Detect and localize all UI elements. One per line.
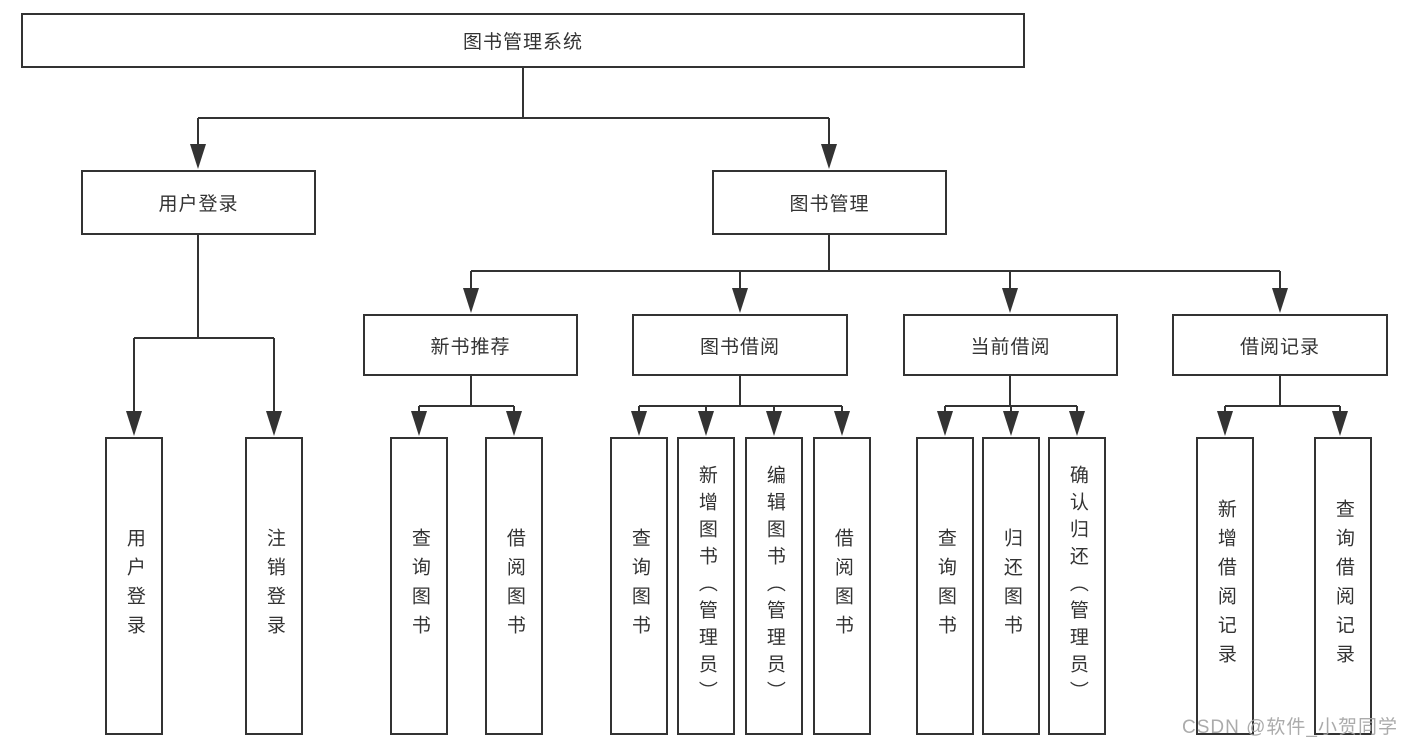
node-label: 用户登录 (123, 528, 145, 644)
node-book-management: 图书管理 (712, 170, 947, 235)
leaf-return-books: 归还图书 (982, 437, 1040, 735)
leaf-borrow-books: 借阅图书 (813, 437, 871, 735)
node-label: 确认归还（管理员） (1066, 464, 1088, 708)
node-current-borrowing: 当前借阅 (903, 314, 1118, 376)
leaf-logout: 注销登录 (245, 437, 303, 735)
leaf-query-books-recommend: 查询图书 (390, 437, 448, 735)
node-book-borrowing: 图书借阅 (632, 314, 848, 376)
node-label: 编辑图书（管理员） (763, 464, 785, 708)
node-label: 图书管理系统 (462, 32, 583, 53)
node-label: 借阅图书 (503, 528, 525, 644)
leaf-add-borrow-record: 新增借阅记录 (1196, 437, 1254, 735)
leaf-edit-books-admin: 编辑图书（管理员） (745, 437, 803, 735)
node-label: 新增借阅记录 (1214, 499, 1236, 673)
node-new-book-recommend: 新书推荐 (363, 314, 578, 376)
leaf-query-books-borrowing: 查询图书 (610, 437, 668, 735)
node-label: 图书管理 (789, 194, 870, 215)
node-label: 归还图书 (1000, 528, 1022, 644)
node-label: 新书推荐 (430, 336, 511, 358)
node-user-login: 用户登录 (81, 170, 316, 235)
node-label: 注销登录 (263, 528, 285, 644)
node-label: 借阅记录 (1239, 336, 1320, 358)
node-label: 查询借阅记录 (1332, 499, 1354, 673)
leaf-query-books-current: 查询图书 (916, 437, 974, 735)
leaf-borrow-books-recommend: 借阅图书 (485, 437, 543, 735)
leaf-user-login: 用户登录 (105, 437, 163, 735)
node-label: 查询图书 (934, 528, 956, 644)
leaf-confirm-return-admin: 确认归还（管理员） (1048, 437, 1106, 735)
node-label: 查询图书 (628, 528, 650, 644)
node-label: 查询图书 (408, 528, 430, 644)
arrowheads (126, 144, 1348, 436)
leaf-query-borrow-record: 查询借阅记录 (1314, 437, 1372, 735)
node-library-management-system: 图书管理系统 (21, 13, 1025, 68)
node-label: 用户登录 (158, 194, 239, 215)
node-label: 图书借阅 (699, 336, 780, 358)
csdn-watermark: CSDN @软件_小贺同学 (1182, 717, 1398, 738)
node-label: 当前借阅 (970, 336, 1051, 358)
node-label: 新增图书（管理员） (695, 464, 717, 708)
node-label: 借阅图书 (831, 528, 853, 644)
leaf-add-books-admin: 新增图书（管理员） (677, 437, 735, 735)
node-borrowing-records: 借阅记录 (1172, 314, 1388, 376)
